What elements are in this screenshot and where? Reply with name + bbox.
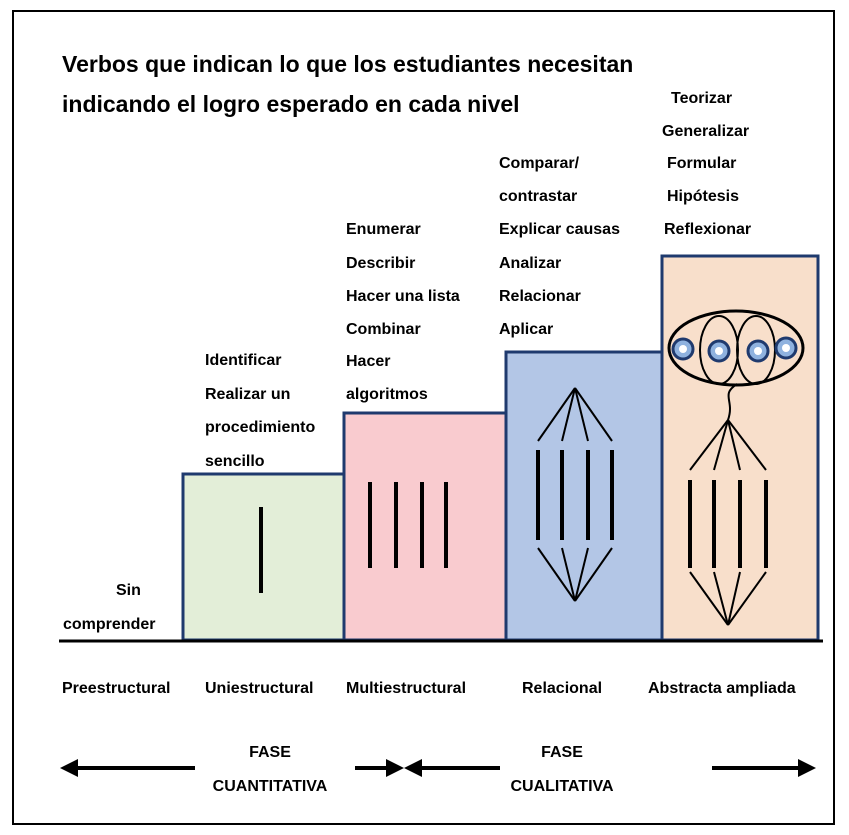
figure-title: Verbos que indican lo que los estudiante… [62,44,633,124]
verb-algoritmos: algoritmos [346,386,428,403]
verb-generalizar: Generalizar [662,123,750,140]
multiple-lines-icon [368,482,448,568]
figure-frame [12,10,835,825]
phase-cuantitativa: FASE CUANTITATIVA [200,736,340,804]
level-relacional: Relacional [522,680,603,697]
verb-aplicar: Aplicar [499,321,554,338]
extended-abstract-structure-icon [667,309,805,626]
title-line-2: indicando el logro esperado en cada nive… [62,91,520,117]
verb-procedimiento: procedimiento [205,419,316,436]
verb-contrastar: contrastar [499,188,578,205]
phase-cualitativa: FASE CUALITATIVA [492,736,632,804]
phase-cualitativa-line1: FASE [541,744,583,761]
level-abstracta-ampliada: Abstracta ampliada [648,680,796,697]
relational-structure-icon [536,387,614,602]
phase-arrows [60,759,816,777]
verb-relacionar: Relacionar [499,288,581,305]
title-line-1: Verbos que indican lo que los estudiante… [62,51,634,77]
verb-hacer: Hacer [346,353,391,370]
level-preestructural: Preestructural [62,680,171,697]
verb-comprender: comprender [63,616,156,633]
phase-cualitativa-line2: CUALITATIVA [510,778,614,795]
verb-hacer-una-lista: Hacer una lista [346,288,460,305]
verb-reflexionar: Reflexionar [664,221,752,238]
phase-cuantitativa-line1: FASE [249,744,291,761]
verb-realizar-un: Realizar un [205,386,291,403]
verb-combinar: Combinar [346,321,421,338]
box-abstracta [660,254,820,642]
verb-analizar: Analizar [499,255,562,272]
box-relacional [504,350,664,642]
box-uniestructural [181,472,346,642]
level-uniestructural: Uniestructural [205,680,314,697]
phase-cuantitativa-line2: CUANTITATIVA [212,778,328,795]
verb-formular: Formular [667,155,737,172]
level-multiestructural: Multiestructural [346,680,467,697]
verb-sin: Sin [116,582,141,599]
verb-enumerar: Enumerar [346,221,421,238]
verb-describir: Describir [346,255,416,272]
verb-explicar-causas: Explicar causas [499,221,620,238]
verb-sencillo: sencillo [205,453,265,470]
verb-comparar: Comparar/ [499,155,580,172]
verb-identificar: Identificar [205,352,282,369]
verb-teorizar: Teorizar [671,90,733,107]
verb-hipotesis: Hipótesis [667,188,740,205]
